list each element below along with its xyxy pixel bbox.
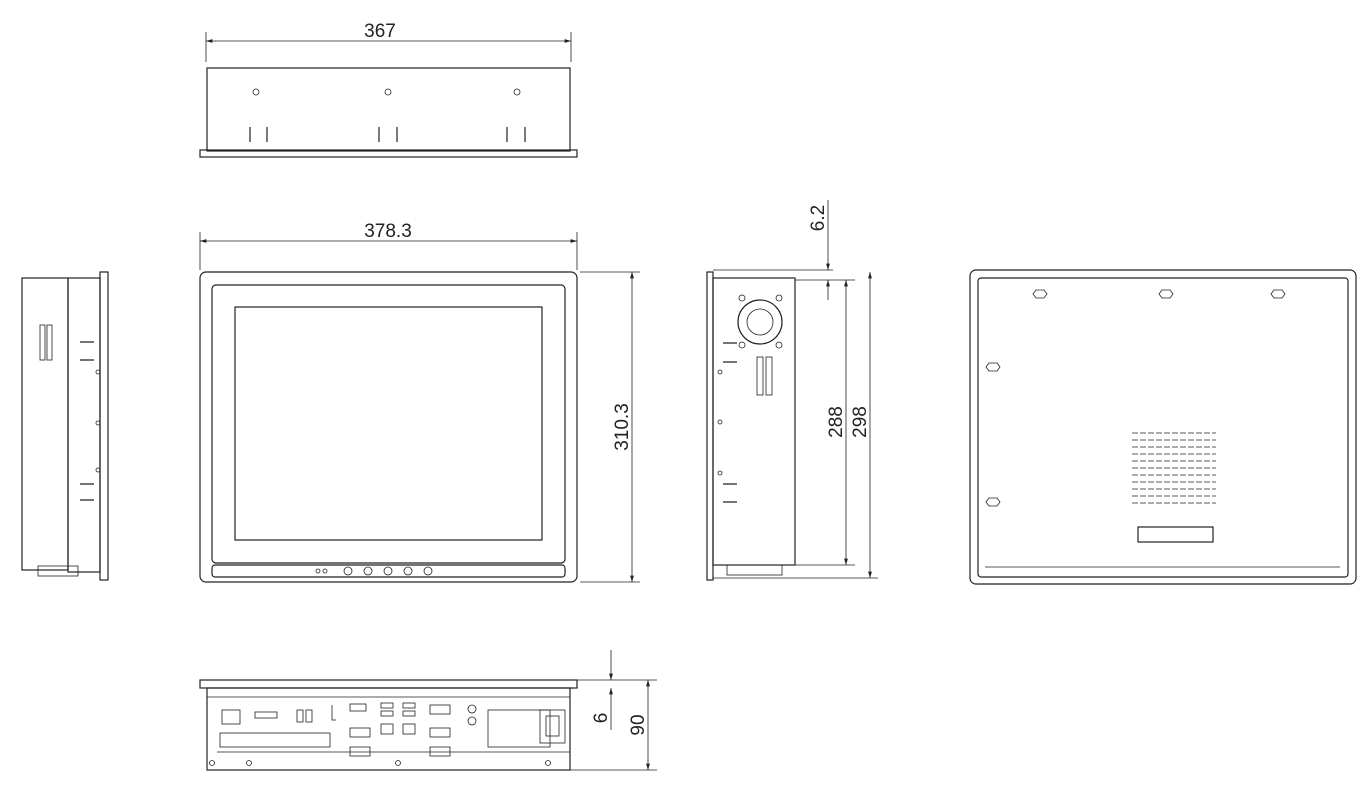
dim-overall-height: 298 — [850, 406, 871, 438]
dim-top-width: 367 — [364, 21, 396, 42]
bottom-view: 6 90 — [199, 650, 657, 771]
dim-front-width: 378.3 — [364, 221, 412, 242]
dim-bezel-offset: 6.2 — [808, 205, 829, 231]
front-view: 378.3 310.3 — [199, 221, 640, 583]
right-side-view: 6.2 288 298 — [706, 200, 878, 581]
dim-flange-depth: 6 — [591, 713, 612, 724]
top-view: 367 — [199, 21, 578, 158]
dim-body-height: 288 — [826, 406, 847, 438]
left-side-view — [21, 271, 109, 581]
dim-overall-depth: 90 — [628, 714, 649, 735]
back-view — [969, 269, 1357, 585]
dim-front-height: 310.3 — [612, 403, 633, 451]
